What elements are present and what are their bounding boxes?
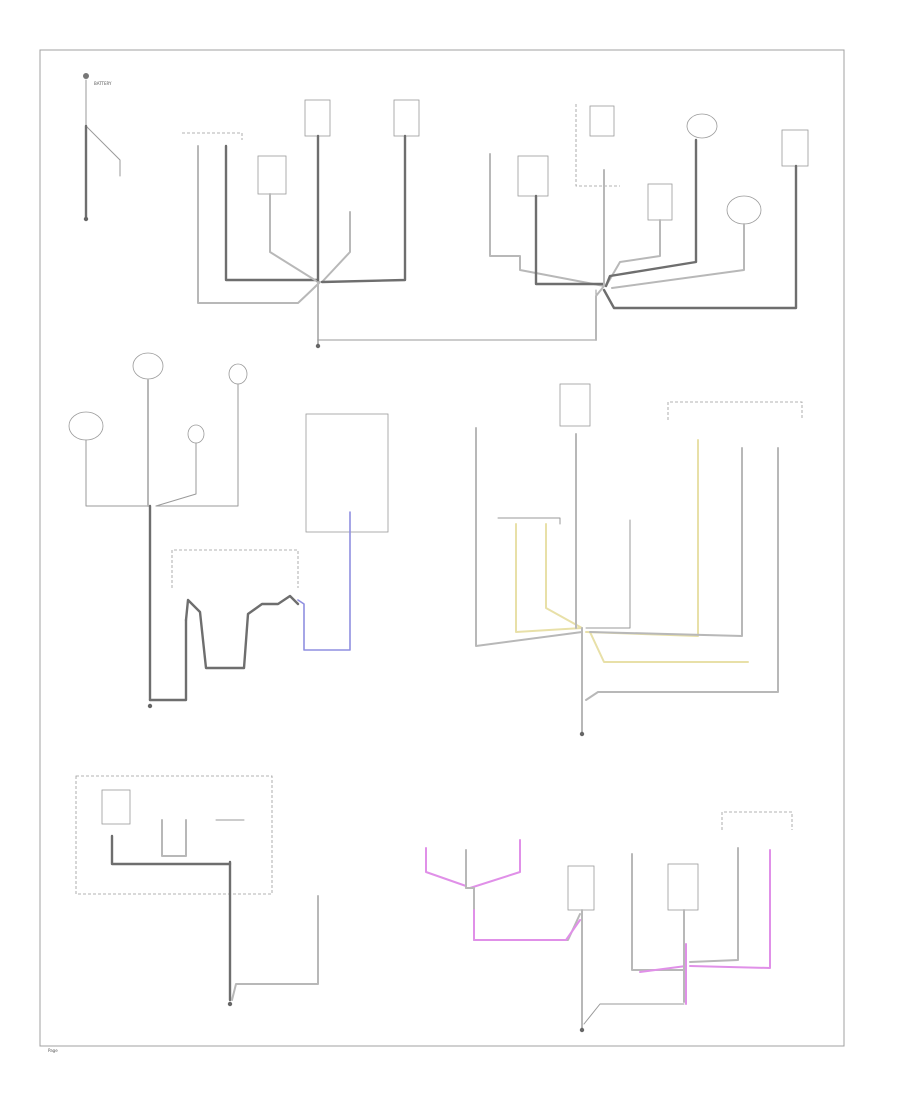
middle-left-ground-harness	[68, 352, 389, 709]
lamp-icon	[132, 352, 164, 380]
module-box	[647, 183, 673, 221]
bottom-left-ground-harness	[75, 775, 319, 1007]
lamp-icon	[228, 363, 248, 385]
connector-box	[304, 99, 331, 137]
connector-box	[393, 99, 420, 137]
diagram-frame	[39, 49, 845, 1047]
module-box	[101, 789, 131, 825]
module-box	[589, 105, 615, 137]
battery-terminal-icon	[83, 73, 89, 79]
module-box	[517, 155, 549, 197]
bottom-right-ground-harness	[425, 811, 793, 1033]
lamp-icon	[726, 195, 762, 225]
ground-point-icon	[579, 1027, 585, 1033]
ground-point-icon	[315, 343, 321, 349]
top-right-ground-harness	[489, 104, 809, 341]
page-footer: Page	[48, 1048, 58, 1053]
ground-point-icon	[147, 703, 153, 709]
module-box	[667, 863, 699, 911]
module-box	[305, 413, 389, 533]
ground-point-icon	[579, 731, 585, 737]
lamp-icon	[686, 113, 718, 139]
ground-point-icon	[227, 1001, 233, 1007]
middle-right-ground-harness	[475, 383, 803, 737]
lamp-icon	[68, 411, 104, 441]
battery-ground-point-icon	[83, 216, 89, 222]
module-box	[257, 155, 287, 195]
lamp-icon	[187, 424, 205, 444]
top-left-ground-harness	[182, 99, 597, 349]
battery-label: BATTERY	[94, 81, 112, 86]
module-box	[559, 383, 591, 427]
battery-ground-circuit: BATTERY	[83, 73, 121, 222]
module-box	[781, 129, 809, 167]
module-box	[567, 865, 595, 911]
